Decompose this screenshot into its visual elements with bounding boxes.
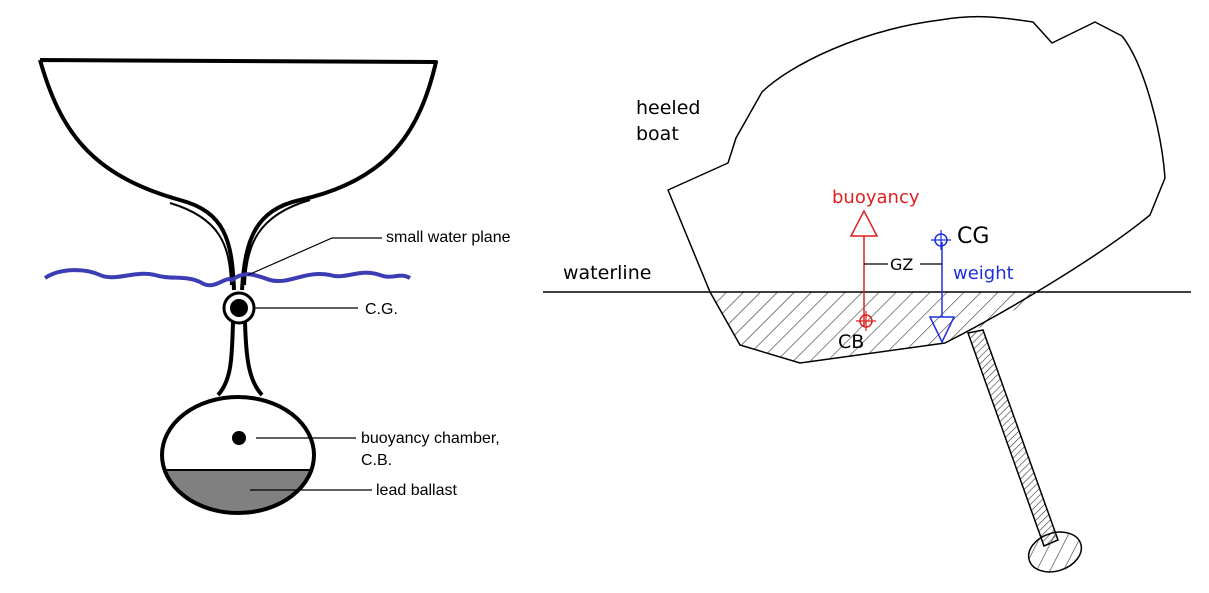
label-small-water-plane: small water plane	[386, 229, 511, 246]
neck-inner-lines	[169, 199, 311, 286]
label-cg-left: C.G.	[365, 301, 398, 318]
buoyancy-arrowhead	[849, 209, 879, 237]
label-cg-right: CG	[957, 224, 989, 249]
keel-strut	[967, 329, 1059, 548]
cb-dot	[232, 431, 246, 445]
cg-dot	[230, 299, 248, 317]
buoyancy-chamber	[160, 395, 316, 515]
label-cb-right: CB	[838, 331, 864, 353]
keel-bulb	[1027, 531, 1083, 573]
label-heeled: heeled	[636, 97, 700, 119]
label-waterline: waterline	[563, 262, 651, 284]
submerged-area	[710, 292, 1050, 363]
label-gz: GZ	[890, 255, 913, 274]
water-surface	[43, 268, 412, 288]
leader-small-water-plane	[247, 237, 382, 276]
label-lead-ballast: lead ballast	[376, 482, 458, 499]
hull-outline	[38, 58, 438, 291]
label-buoyancy-chamber: buoyancy chamber,	[361, 430, 500, 447]
right-diagram: heeled boat waterline buoyancy weight CG…	[543, 15, 1191, 573]
ballast-fill	[164, 470, 312, 513]
label-boat: boat	[636, 123, 679, 145]
label-cb-left: C.B.	[361, 452, 392, 469]
weight-arrowhead	[928, 316, 956, 344]
label-weight: weight	[953, 263, 1014, 284]
neck-tube	[216, 321, 264, 397]
left-diagram: small water plane C.G. buoyancy chamber,…	[38, 58, 511, 515]
label-buoyancy: buoyancy	[832, 187, 920, 208]
